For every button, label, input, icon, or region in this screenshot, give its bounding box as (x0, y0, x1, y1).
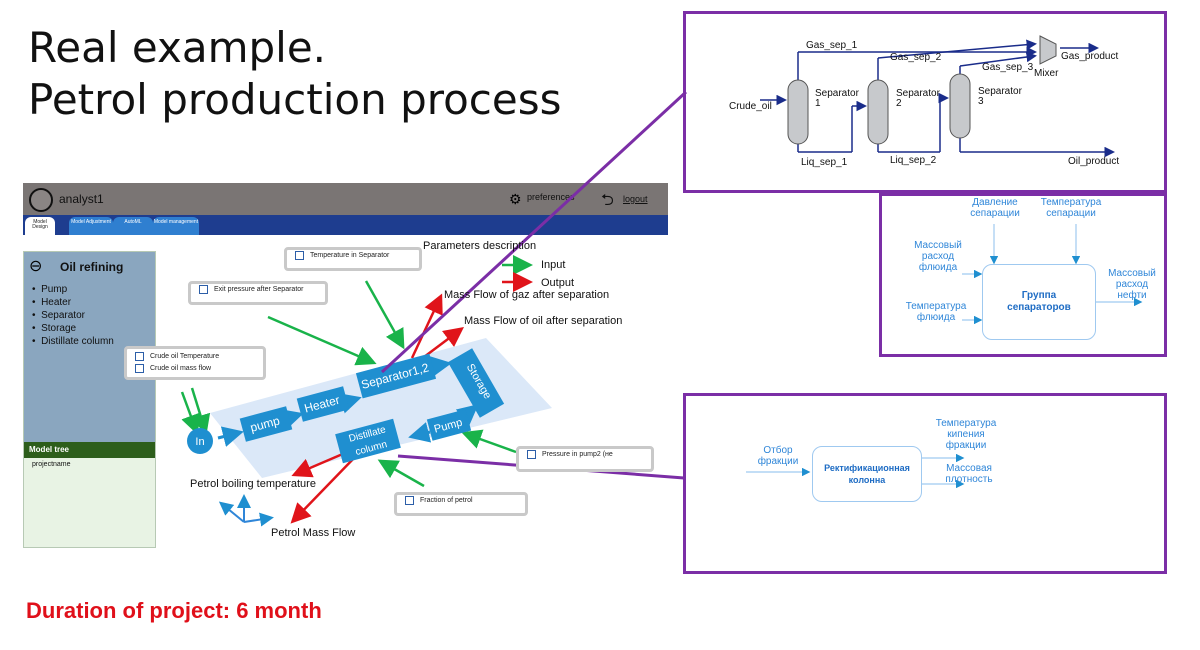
fs-sep2b: 2 (896, 98, 902, 109)
output-arrow (410, 293, 443, 359)
app-topbar: analyst1 ⚙ preferences ⮌ logout (23, 183, 668, 215)
sidebar-item-heater[interactable]: • Heater (32, 297, 72, 308)
back-arrow-icon[interactable]: ⊖ (29, 258, 43, 275)
tab-model-design[interactable]: Model Design (25, 217, 55, 235)
node-separator[interactable] (355, 353, 437, 399)
axes-icon (218, 494, 274, 527)
fs-sep1b: 1 (815, 98, 821, 109)
card-fraction-petrol[interactable]: Fraction of petrol (394, 492, 528, 516)
fs-gas-product: Gas_product (1061, 51, 1119, 62)
preferences-link[interactable]: preferences (527, 192, 575, 202)
node-pump2[interactable] (426, 409, 472, 441)
checkbox[interactable] (405, 495, 414, 505)
duration-text: Duration of project: 6 month (26, 598, 322, 623)
model-tree-item[interactable]: projectname (32, 461, 71, 468)
separator-vessels (787, 35, 1057, 145)
tab-model-management[interactable]: Model management (153, 217, 199, 235)
legend-output: Output (541, 277, 575, 289)
fs-liq2: Liq_sep_2 (890, 155, 937, 166)
column-zoom-box (683, 393, 1167, 574)
checkbox[interactable] (135, 351, 144, 361)
output-arrow (290, 455, 357, 524)
fs-liq1: Liq_sep_1 (801, 157, 848, 168)
fs-crude: Crude_oil (729, 101, 772, 112)
slide-title-line1: Real example. (28, 23, 327, 72)
node-in[interactable] (187, 428, 213, 454)
flowsheet-zoom-box (683, 11, 1167, 193)
card-exit-pressure[interactable]: Exit pressure after Separator (188, 281, 328, 305)
model-tree-header: Model tree (24, 442, 155, 458)
mixer-icon (1039, 35, 1057, 65)
separator-group-box (879, 193, 1167, 357)
checkbox[interactable] (199, 284, 208, 294)
fs-sep1a: Separator (815, 88, 859, 99)
card-temp-separator[interactable]: Temperature in Separator (284, 247, 422, 271)
output-gas-flow: Mass Flow of gaz after separation (444, 289, 610, 301)
legend-title: Parameters description (423, 240, 537, 252)
sidebar-item-pump[interactable]: • Pump (32, 284, 68, 295)
output-petrol-flow: Petrol Mass Flow (271, 527, 356, 539)
fs-gas2: Gas_sep_2 (890, 52, 942, 63)
checkbox[interactable] (527, 449, 536, 459)
fs-gas3: Gas_sep_3 (982, 62, 1034, 73)
sidebar-item-separator[interactable]: • Separator (32, 310, 85, 321)
input-arrow (364, 280, 405, 350)
sidebar-item-distillate-column[interactable]: • Distillate column (32, 336, 114, 347)
input-arrow (377, 459, 425, 488)
node-in-label: In (195, 436, 204, 448)
logout-arrow-icon: ⮌ (601, 192, 614, 209)
checkbox[interactable] (295, 250, 304, 260)
tab-automl[interactable]: AutoML (113, 217, 153, 235)
output-boiling: Petrol boiling temperature (190, 478, 316, 490)
output-oil-flow: Mass Flow of oil after separation (464, 315, 623, 327)
input-arrow (267, 315, 377, 366)
flowsheet-diagram (760, 39, 1115, 158)
checkbox[interactable] (135, 363, 144, 373)
node-storage[interactable] (447, 348, 505, 418)
input-arrow (461, 429, 517, 454)
sidebar-list: • Pump • Heater • Separator • Storage • … (32, 284, 114, 349)
card-pressure-pump[interactable]: Pressure in pump2 (не (516, 446, 654, 472)
slide-title-line2: Petrol production process (28, 75, 562, 124)
tab-model-adjustment[interactable]: Model Adjustment (69, 217, 113, 235)
fs-mixer: Mixer (1034, 68, 1059, 79)
fs-oil-product: Oil_product (1068, 156, 1120, 167)
sidebar-title: Oil refining (60, 260, 124, 274)
app-header: analyst1 ⚙ preferences ⮌ logout Model De… (23, 183, 668, 235)
legend-input: Input (541, 259, 566, 271)
separator-group-diagram (962, 224, 1143, 325)
fs-sep3b: 3 (978, 96, 984, 107)
input-arrow (190, 387, 211, 435)
gear-icon[interactable]: ⚙ (509, 191, 522, 207)
fs-sep2a: Separator (896, 88, 940, 99)
sidebar-item-storage[interactable]: • Storage (32, 323, 77, 334)
link-separator-zoom (380, 90, 688, 374)
slide-title: Real example. Petrol production process (28, 22, 561, 126)
card-crude-oil[interactable]: Crude oil Temperature Crude oil mass flo… (124, 346, 266, 380)
fs-sep3a: Separator (978, 86, 1022, 97)
username: analyst1 (59, 192, 104, 206)
column-group-diagram (746, 453, 965, 489)
tab-bar: Model Design Model Adjustment AutoML Mod… (23, 215, 668, 235)
avatar[interactable] (29, 188, 53, 212)
fs-gas1: Gas_sep_1 (806, 40, 858, 51)
logout-link[interactable]: logout (623, 194, 648, 204)
